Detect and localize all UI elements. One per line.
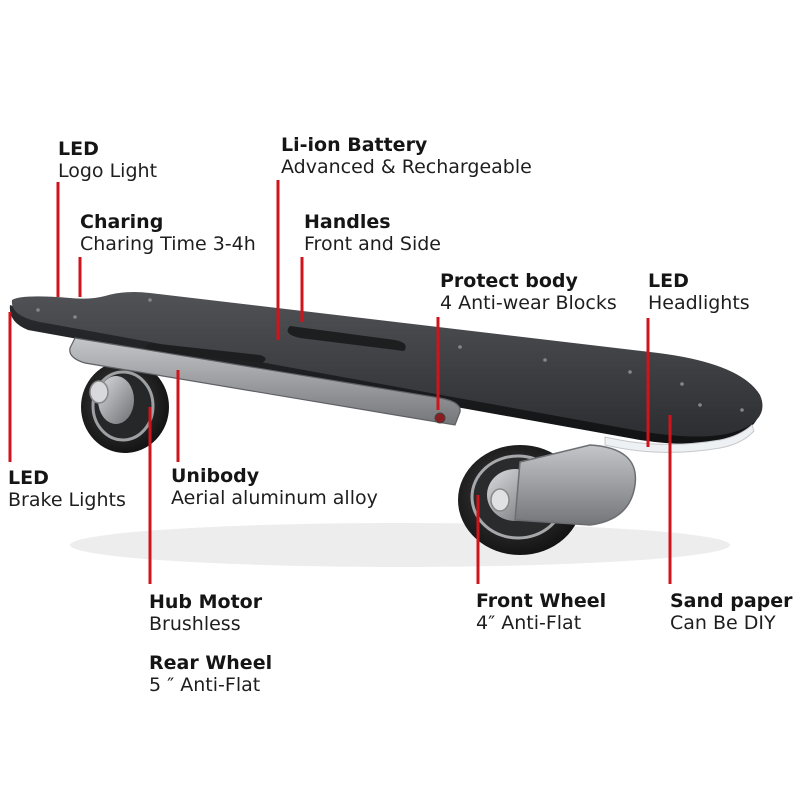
front-swing-arm bbox=[514, 444, 637, 526]
callout-title: LED bbox=[58, 138, 99, 160]
callout-title: Li-ion Battery bbox=[281, 134, 428, 156]
callout-title: Unibody bbox=[171, 465, 260, 487]
callout-subtitle: Can Be DIY bbox=[670, 612, 776, 635]
callout-hub-motor: Hub Motor Brushless bbox=[149, 591, 262, 636]
callout-subtitle: 5 ″ Anti-Flat bbox=[149, 674, 261, 697]
callout-title: Rear Wheel bbox=[149, 652, 273, 674]
callout-subtitle: Advanced & Rechargeable bbox=[281, 156, 532, 179]
callout-title: LED bbox=[648, 270, 689, 292]
callout-title: LED bbox=[8, 467, 49, 489]
floor-shadow bbox=[70, 523, 730, 567]
deck-screws bbox=[36, 298, 744, 412]
callout-unibody: Unibody Aerial aluminum alloy bbox=[171, 465, 378, 510]
callout-title: Handles bbox=[304, 211, 391, 233]
callout-subtitle: Brushless bbox=[149, 613, 241, 636]
callout-title: Charing bbox=[80, 211, 164, 233]
callout-subtitle: 4 Anti-wear Blocks bbox=[440, 292, 617, 315]
unibody-frame bbox=[69, 337, 461, 426]
callout-led-logo: LED Logo Light bbox=[58, 138, 157, 183]
callout-subtitle: Aerial aluminum alloy bbox=[171, 487, 378, 510]
handle-slot-front bbox=[287, 326, 406, 351]
callout-subtitle: Front and Side bbox=[304, 233, 441, 256]
callout-handles: Handles Front and Side bbox=[304, 211, 441, 256]
callout-sand-paper: Sand paper Can Be DIY bbox=[670, 590, 793, 635]
rear-wheel bbox=[81, 361, 169, 453]
callout-title: Sand paper bbox=[670, 590, 793, 612]
callout-rear-wheel: Rear Wheel 5 ″ Anti-Flat bbox=[149, 652, 272, 697]
leader-lines bbox=[8, 180, 672, 584]
callout-subtitle: Headlights bbox=[648, 292, 750, 315]
callout-led-brake: LED Brake Lights bbox=[8, 467, 126, 512]
callout-title: Hub Motor bbox=[149, 591, 263, 613]
protect-block bbox=[434, 412, 446, 424]
callout-charging: Charing Charing Time 3-4h bbox=[80, 211, 256, 256]
callout-led-headlights: LED Headlights bbox=[648, 270, 750, 315]
callout-subtitle: 4″ Anti-Flat bbox=[476, 612, 582, 635]
callout-title: Protect body bbox=[440, 270, 578, 292]
callout-front-wheel: Front Wheel 4″ Anti-Flat bbox=[476, 590, 606, 635]
callout-protect-body: Protect body 4 Anti-wear Blocks bbox=[440, 270, 617, 315]
headlight-strip bbox=[604, 424, 755, 453]
callout-subtitle: Brake Lights bbox=[8, 489, 126, 512]
callout-subtitle: Logo Light bbox=[58, 160, 158, 183]
callout-subtitle: Charing Time 3-4h bbox=[80, 233, 256, 256]
deck-top bbox=[11, 292, 763, 437]
handle-slot-side bbox=[146, 343, 266, 363]
callout-title: Front Wheel bbox=[476, 590, 607, 612]
callout-battery: Li-ion Battery Advanced & Rechargeable bbox=[281, 134, 532, 179]
